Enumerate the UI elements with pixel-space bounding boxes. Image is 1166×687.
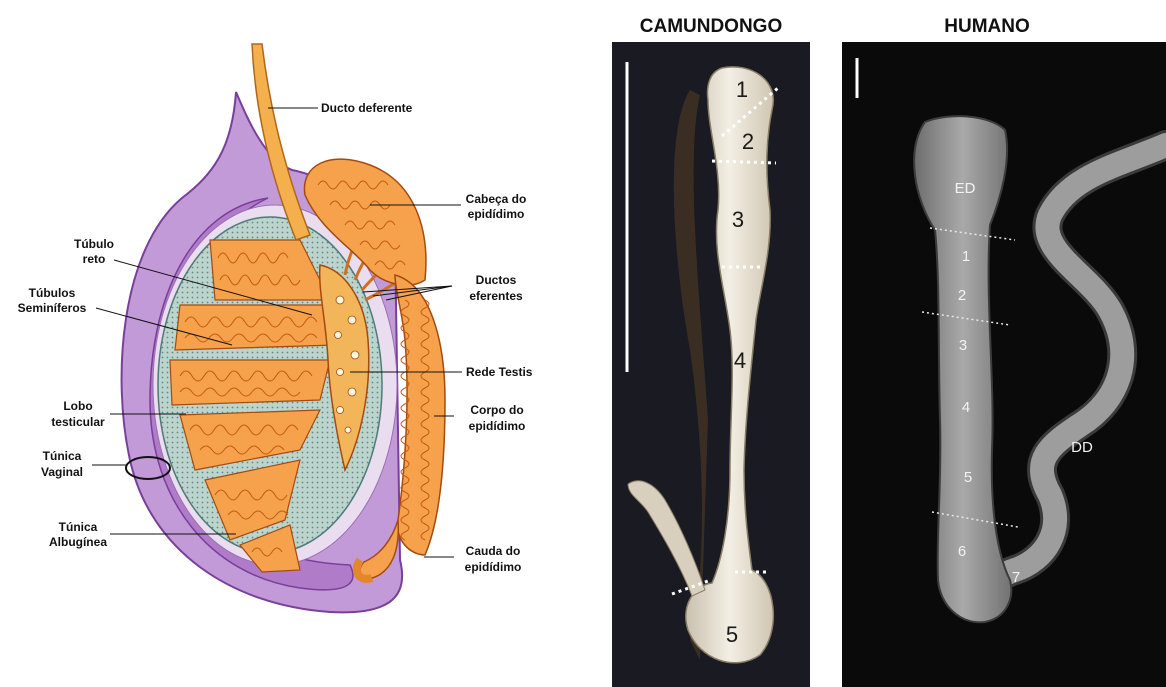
label-lobo-line2: testicular: [51, 415, 105, 429]
human-ed-label: ED: [955, 180, 976, 197]
label-tunica-vaginal-line2: Vaginal: [41, 465, 83, 479]
human-region-3: 3: [959, 337, 967, 354]
human-region-2: 2: [958, 287, 966, 304]
label-cabeca-line1: Cabeça do: [466, 192, 527, 206]
mouse-region-2: 2: [742, 129, 754, 154]
label-tunica-albuginea-line2: Albugínea: [49, 535, 107, 549]
label-tubulo-reto-line1: Túbulo: [74, 237, 114, 251]
label-corpo-line2: epidídimo: [469, 419, 526, 433]
mouse-panel: CAMUNDONGO 1 2 3 4 5: [612, 16, 810, 687]
label-corpo-line1: Corpo do: [470, 403, 523, 417]
label-tunica-albuginea-line1: Túnica: [59, 520, 98, 534]
mouse-title: CAMUNDONGO: [640, 16, 783, 37]
label-ductos-line1: Ductos: [476, 273, 517, 287]
label-lobo-line1: Lobo: [63, 399, 92, 413]
label-tubulos-line1: Túbulos: [29, 286, 76, 300]
human-region-7: 7: [1012, 569, 1020, 586]
epididymis-body: [395, 275, 445, 555]
label-ductos-line2: eferentes: [469, 289, 523, 303]
label-tubulo-reto-line2: reto: [83, 252, 106, 266]
human-panel: HUMANO ED DD 1 2 3 4 5 6 7: [842, 16, 1166, 687]
mouse-region-1: 1: [736, 77, 748, 102]
human-title: HUMANO: [944, 16, 1030, 37]
human-dd-label: DD: [1071, 439, 1093, 456]
mouse-region-4: 4: [734, 348, 746, 373]
mouse-region-5: 5: [726, 622, 738, 647]
label-cauda-line1: Cauda do: [466, 544, 521, 558]
label-ducto-deferente: Ducto deferente: [321, 101, 413, 115]
human-region-5: 5: [964, 469, 972, 486]
label-tubulos-line2: Seminíferos: [18, 301, 87, 315]
label-cauda-line2: epidídimo: [465, 560, 522, 574]
label-tunica-vaginal-line1: Túnica: [43, 449, 82, 463]
human-region-1: 1: [962, 248, 970, 265]
mouse-region-3: 3: [732, 207, 744, 232]
label-rede-testis: Rede Testis: [466, 365, 533, 379]
human-region-4: 4: [962, 399, 970, 416]
testis-diagram: Ducto deferente Cabeça do epidídimo Túbu…: [18, 44, 533, 612]
label-cabeca-line2: epidídimo: [468, 207, 525, 221]
human-region-6: 6: [958, 543, 966, 560]
